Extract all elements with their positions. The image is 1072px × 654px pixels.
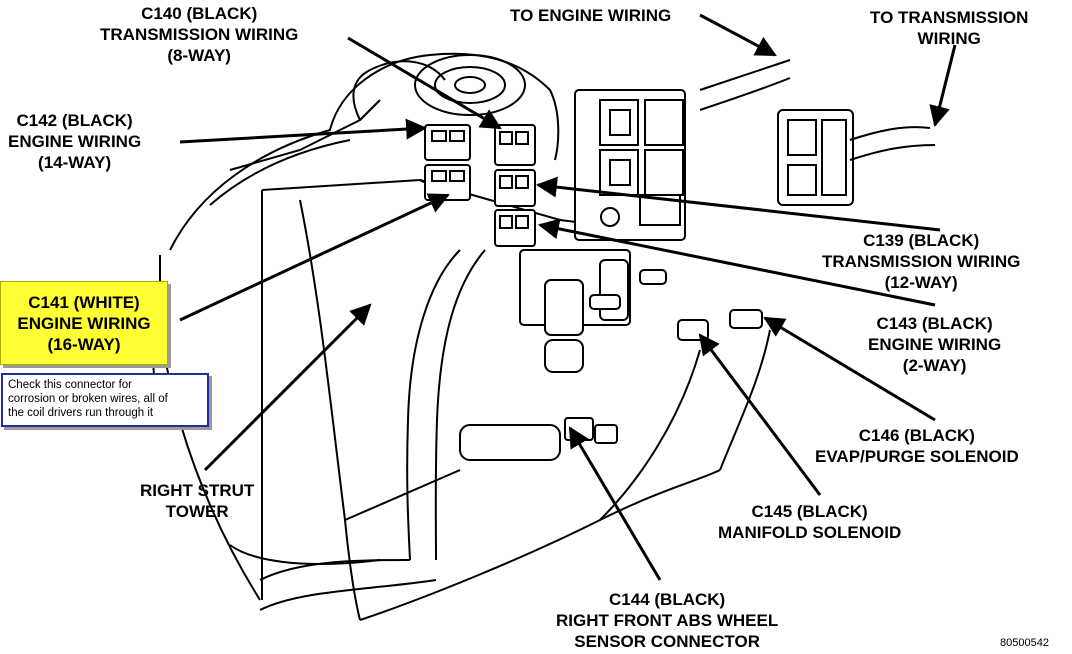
leader-to-transmission: [929, 44, 957, 128]
label-to-engine-wiring: TO ENGINE WIRING: [510, 6, 672, 25]
connector-cluster: [424, 124, 536, 247]
leader-lines: [179, 13, 957, 581]
leader-c146: [763, 316, 936, 422]
leader-c141: [179, 193, 450, 322]
leader-c139: [535, 176, 941, 232]
label-c142: C142 (BLACK)ENGINE WIRING(14-WAY): [8, 111, 142, 172]
leader-c144: [568, 426, 662, 581]
label-c146: C146 (BLACK)EVAP/PURGE SOLENOID: [815, 426, 1019, 466]
leader-c140: [347, 36, 502, 130]
transmission-connectors: [574, 89, 854, 241]
wiring-harness: [259, 59, 936, 621]
label-c140: C140 (BLACK)TRANSMISSION WIRING(8-WAY): [100, 4, 299, 65]
leader-right-strut: [203, 303, 372, 472]
label-c141-highlight: C141 (WHITE)ENGINE WIRING(16-WAY): [0, 281, 168, 365]
leader-c145: [698, 333, 822, 496]
label-c143: C143 (BLACK)ENGINE WIRING(2-WAY): [868, 314, 1002, 375]
leader-to-engine: [699, 13, 777, 57]
leader-c143: [537, 218, 936, 307]
label-c145: C145 (BLACK)MANIFOLD SOLENOID: [718, 502, 902, 542]
leader-c142: [179, 118, 428, 144]
figure-id: 80500542: [1000, 637, 1049, 649]
label-c139: C139 (BLACK)TRANSMISSION WIRING(12-WAY): [822, 231, 1021, 292]
